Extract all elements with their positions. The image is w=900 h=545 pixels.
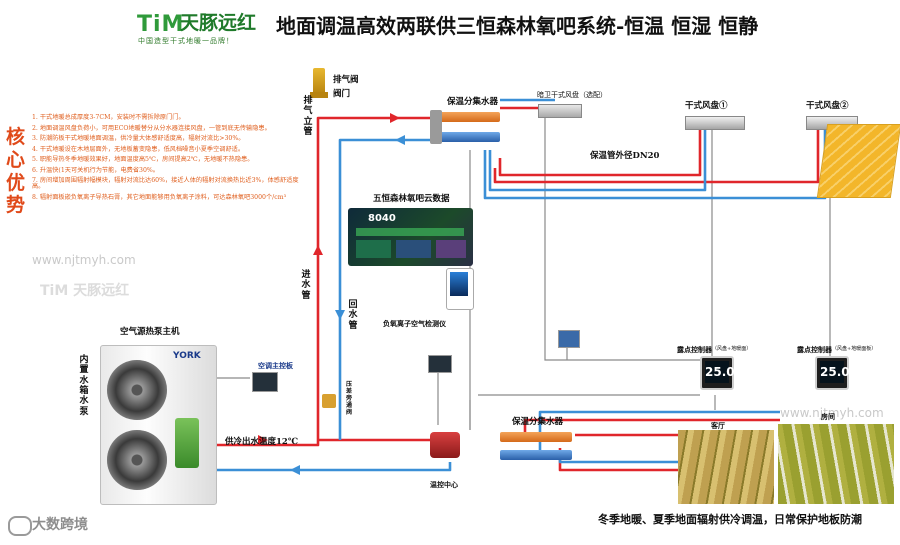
bottom-return-floor [558, 455, 680, 464]
label-control-center: 温控中心 [430, 480, 458, 489]
label-return-pipe: 回水管 [348, 300, 358, 331]
label-living-room: 客厅 [711, 421, 725, 430]
ac-panel-device [252, 372, 278, 392]
logo-slogan: 中国造型干式地暖一品牌！ [138, 37, 234, 45]
fan-grille-top [107, 360, 167, 420]
watermark-logo-faded: TiM 天豚远红 [40, 283, 130, 299]
label-ac-panel: 空调主控板 [258, 361, 293, 370]
arrow-left-return [290, 465, 300, 475]
exhaust-valve-icon [313, 68, 325, 94]
advantage-item: 8. 辐射面板嵌负氧离子导热石膏，其它地面能够用负氧离子涂料，可达森林氧吧300… [32, 193, 287, 201]
fan-grille-bottom [107, 430, 167, 490]
label-exhaust-pipe: 排气立管 [303, 96, 313, 138]
dew-controller-2-reading: 25.0 [820, 361, 850, 383]
label-pressure-valve: 压差旁通阀 [345, 381, 352, 416]
arrow-up-supply [313, 245, 323, 255]
arrow-right-supply [258, 435, 268, 445]
label-pipe-outer: 保温管外径DN20 [590, 151, 660, 161]
top-return-fan1 [488, 128, 707, 192]
advantage-list: 1. 干式地暖总成厚度3-7CM，安装时不需拆除原门门。 2. 地面调温风盘负荷… [32, 114, 332, 205]
dew-controller-1-reading: 25.0 [705, 361, 735, 383]
advantage-item: 6. 升温快(1天可关机行为节能，电费省30%。 [32, 166, 159, 174]
top-to-fan2 [493, 128, 820, 184]
advantage-item: 7. 房间增加周围辐射幅模块，辐射对流比达60%，接近人体的辐射对流换热比近3%… [32, 177, 299, 191]
manifold-top-return-bar [440, 132, 500, 142]
label-dew-ctrl-2-note: （风盘+地暖面板） [832, 346, 877, 352]
ion-detector-screen [450, 272, 468, 296]
label-manifold-bottom: 保温分集水器 [512, 417, 564, 427]
label-cabinet-fan: 暗卫干式风盘（选配） [537, 91, 607, 99]
label-supply-pipe: 进水管 [301, 270, 311, 301]
valve-body-icon [310, 92, 328, 98]
hot-pipes [215, 106, 820, 472]
advantage-item: 3. 防潮防板干式地暖地面调温，供冷量大体感舒适度高，辐射对流比>30%。 [32, 135, 245, 142]
arrow-down-return [335, 310, 345, 320]
room-controller-device [428, 355, 452, 373]
dashboard-panel [356, 240, 391, 258]
flow-arrows-cold [290, 135, 405, 475]
bottom-caption: 冬季地暖、夏季地面辐射供冷调温，日常保护地板防潮 [598, 513, 862, 526]
dew-controller-1: 25.0 [700, 356, 735, 390]
label-ion-detector: 负氧离子空气检测仪 [383, 319, 446, 328]
label-bedroom: 房间 [821, 412, 835, 421]
corner-logo-text: 大数跨境 [32, 517, 88, 533]
label-fan-1: 干式风盘① [685, 101, 728, 111]
manifold-bottom-supply-bar [500, 432, 572, 442]
arrow-left-top [395, 135, 405, 145]
heat-pump-unit: YORK [100, 345, 217, 505]
dashboard-bar [356, 228, 464, 236]
flow-arrows-hot [258, 113, 400, 445]
cabinet-controller-device [558, 330, 580, 348]
dew-controller-2: 25.0 [815, 356, 850, 390]
return-riser [338, 138, 440, 440]
side-heading: 核心优势 [6, 126, 26, 217]
logo-letters: TiM [137, 12, 185, 37]
advantage-item: 4. 干式地暖设在木地层面外，无地板蓄变隐患，低风档噪音小夏季空调舒适。 [32, 145, 245, 153]
logo-brand: 天豚远红 [180, 12, 257, 34]
label-dew-ctrl-1-note: （风盘+地暖面） [712, 346, 752, 352]
label-fan-2: 干式风盘② [806, 101, 849, 111]
bottom-to-floor [558, 448, 680, 472]
advantage-item: 1. 干式地暖总成厚度3-7CM，安装时不需拆除原门门。 [32, 114, 185, 121]
label-dew-ctrl-2: 露点控制器 [797, 345, 832, 354]
ion-detector-device [446, 268, 474, 310]
watermark-url-right: www.njtmyh.com [780, 406, 884, 420]
arrow-right-top [390, 113, 400, 123]
corner-logo-icon [8, 516, 32, 536]
label-supply-temp: 供冷出水温度12℃ [225, 437, 299, 447]
label-valve: 阀门 [333, 89, 351, 99]
label-exhaust-valve: 排气阀 [333, 75, 359, 85]
advantage-item: 2. 地面调温风盘负荷小，可用ECO地暖替分从分水器连接风盘，一管到底无传输隐患… [32, 124, 271, 132]
label-built-in: 内置水箱水泵 [79, 355, 89, 417]
main-return-pipe [215, 462, 452, 472]
watermark-url-left: www.njtmyh.com [32, 253, 136, 267]
advantage-item: 5. 职能导热冬季地暖效果好，地面温度高5℃，房间提高2℃，无地暖不热隐患。 [32, 156, 254, 163]
label-manifold-top: 保温分集水器 [447, 97, 499, 107]
bedroom-floor-image [778, 424, 894, 504]
label-cloud-data: 五恒森林氧吧云数据 [373, 194, 450, 204]
dashboard-panel [436, 240, 466, 258]
main-supply-pipe [215, 116, 440, 447]
label-host: 空气源热泵主机 [120, 327, 180, 337]
dashboard-value: 8040 [368, 213, 396, 224]
living-room-floor-image [678, 430, 774, 504]
cabinet-fan-unit [538, 104, 582, 118]
fan-1-unit [685, 116, 745, 130]
pressure-valve-icon [322, 394, 336, 408]
dashboard-panel [396, 240, 431, 258]
cloud-dashboard: 8040 [348, 208, 473, 266]
leaf-decal [175, 418, 199, 468]
page-title: 地面调温高效两联供三恒森林氧吧系统-恒温 恒湿 恒静 [276, 14, 759, 38]
manifold-bottom-return-bar [500, 450, 572, 460]
manifold-top-valve-icon [430, 110, 442, 144]
circulation-pump-icon [430, 432, 460, 458]
radiant-panel [816, 124, 900, 198]
label-dew-ctrl-1: 露点控制器 [677, 345, 712, 354]
top-to-fan1 [498, 128, 702, 177]
york-brand-logo: YORK [173, 351, 201, 361]
manifold-top-supply-bar [440, 112, 500, 122]
top-return-fan2 [483, 128, 827, 200]
